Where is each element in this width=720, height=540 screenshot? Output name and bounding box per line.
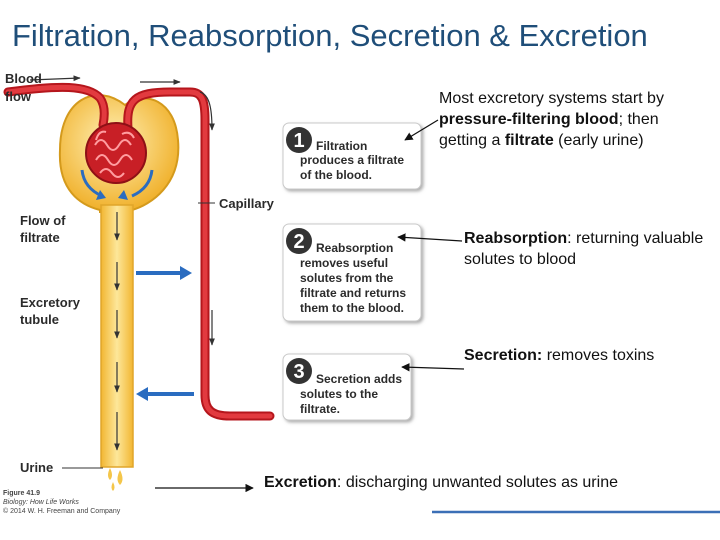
step-1-text: Filtration produces a filtrate of the bl…	[300, 139, 407, 182]
capillary-label: Capillary	[219, 196, 275, 211]
blood-vessel	[3, 82, 275, 421]
flow-of-filtrate-label: Flow of filtrate	[20, 213, 69, 245]
urine-label: Urine	[20, 460, 53, 475]
step-box-2: 2 Reabsorption removes useful solutes fr…	[282, 223, 422, 322]
svg-text:3: 3	[293, 361, 304, 383]
reabsorption-arrow	[136, 266, 192, 280]
step-2-text: Reabsorption removes useful solutes from…	[300, 241, 409, 315]
secretion-note-arrow	[401, 363, 465, 372]
excretion-note: Excretion: discharging unwanted solutes …	[264, 474, 618, 491]
filtration-note-arrow	[404, 119, 439, 141]
filtration-note: Most excretory systems start by pressure…	[439, 90, 664, 149]
page-title: Filtration, Reabsorption, Secretion & Ex…	[12, 18, 648, 53]
blood-flow-arrows	[29, 75, 215, 346]
step-box-1: 1 Filtration produces a filtrate of the …	[282, 122, 422, 190]
filtration-arrows	[80, 169, 154, 200]
step-3-text: Secretion adds solutes to the filtrate.	[300, 372, 405, 416]
glomerulus	[85, 122, 147, 184]
excretory-tubule-label: Excretory tubule	[20, 295, 84, 327]
blood-flow-label: Blood flow	[5, 71, 45, 104]
urine-drops	[108, 468, 123, 491]
svg-text:2: 2	[293, 231, 304, 253]
secretion-note: Secretion: removes toxins	[464, 347, 655, 364]
svg-text:1: 1	[293, 130, 304, 152]
figure-credit: Figure 41.9 Biology: How Life Works © 20…	[3, 490, 121, 515]
secretion-arrow	[136, 387, 194, 401]
step-box-3: 3 Secretion adds solutes to the filtrate…	[282, 353, 412, 421]
reabsorption-note: Reabsorption: returning valuable solutes…	[464, 230, 704, 268]
reabsorption-note-arrow	[397, 233, 463, 242]
